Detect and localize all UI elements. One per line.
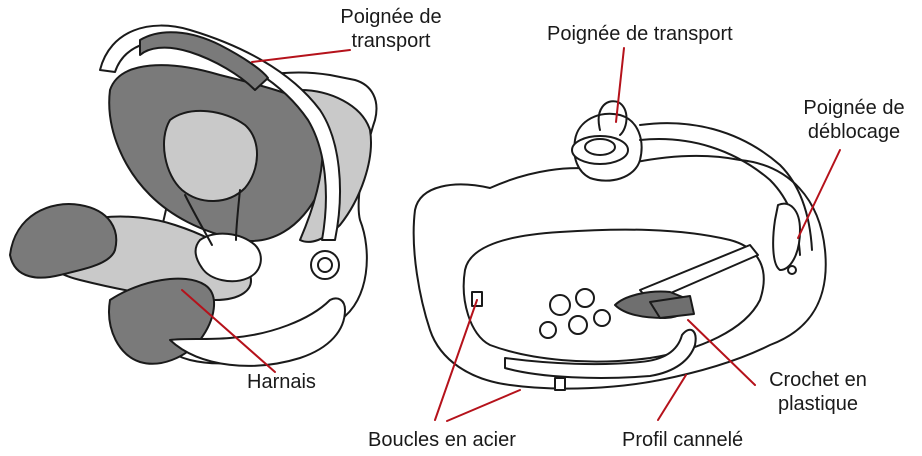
label-carry-handle-left-line2: transport — [326, 29, 456, 53]
perforation — [550, 295, 570, 315]
left-car-seat-illustration — [10, 26, 376, 366]
leader-ridged-profile — [658, 375, 686, 420]
perforation — [540, 322, 556, 338]
label-carry-handle-right-text: Poignée de transport — [547, 23, 733, 45]
label-ridged-profile-text: Profil cannelé — [622, 429, 743, 451]
label-release-handle-line2: déblocage — [790, 120, 918, 144]
label-harness-text: Harnais — [247, 371, 316, 393]
label-carry-handle-left-line1: Poignée de — [326, 5, 456, 29]
label-release-handle: Poignée de déblocage — [790, 96, 918, 144]
label-release-handle-line1: Poignée de — [790, 96, 918, 120]
handle-knob-inner — [585, 139, 615, 155]
leader-right-carry-handle — [616, 48, 624, 122]
leader-steel-buckle-b — [447, 390, 520, 421]
right-car-seat-illustration — [414, 101, 826, 390]
label-carry-handle-right: Poignée de transport — [547, 22, 733, 46]
label-harness: Harnais — [247, 370, 316, 394]
label-plastic-hook-line1: Crochet en — [758, 368, 878, 392]
label-ridged-profile: Profil cannelé — [622, 428, 743, 452]
perforation — [569, 316, 587, 334]
perforation — [576, 289, 594, 307]
handle-pivot-inner — [318, 258, 332, 272]
label-carry-handle-left: Poignée de transport — [326, 5, 456, 53]
label-steel-buckles: Boucles en acier — [368, 428, 516, 452]
buckle-slot — [555, 378, 565, 390]
label-plastic-hook: Crochet en plastique — [758, 368, 878, 416]
label-plastic-hook-line2: plastique — [758, 392, 878, 416]
release-rivet — [788, 266, 796, 274]
buckle-slot — [472, 292, 482, 306]
perforation — [594, 310, 610, 326]
label-steel-buckles-text: Boucles en acier — [368, 429, 516, 451]
